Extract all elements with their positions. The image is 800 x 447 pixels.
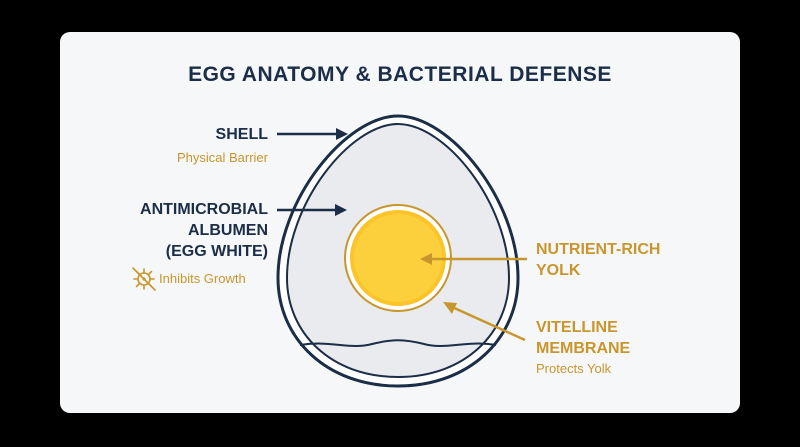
shell-arrow — [277, 128, 348, 140]
membrane-sub: Protects Yolk — [536, 361, 612, 376]
yolk-arrow — [420, 253, 527, 265]
no-bacteria-icon — [132, 267, 156, 291]
shell-sub: Physical Barrier — [176, 150, 268, 165]
membrane-label-1: VITELLINE — [536, 319, 618, 336]
diagram-title: EGG ANATOMY & BACTERIAL DEFENSE — [188, 63, 612, 86]
albumen-sub: Inhibits Growth — [159, 271, 246, 286]
bottom-curve — [299, 339, 497, 347]
membrane-label-2: MEMBRANE — [536, 340, 631, 357]
yolk-label-1: NUTRIENT-RICH — [536, 241, 661, 258]
membrane-arrow — [443, 302, 526, 342]
albumen-arrow — [277, 204, 347, 216]
albumen-label-3: (EGG WHITE) — [165, 243, 268, 260]
yolk-highlight — [354, 214, 442, 302]
yolk-label-2: YOLK — [536, 262, 581, 279]
shell-label: SHELL — [215, 126, 268, 143]
albumen-label-2: ALBUMEN — [188, 222, 268, 239]
albumen-label-1: ANTIMICROBIAL — [140, 201, 268, 218]
